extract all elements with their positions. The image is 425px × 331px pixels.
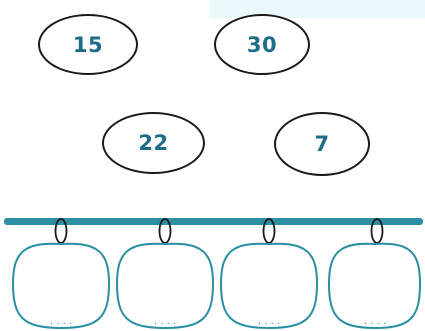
box-2-dots: . . . . [154,316,176,327]
number-label: 15 [73,33,103,57]
box-1-dots: . . . . [50,316,72,327]
box-3-ring [264,219,275,243]
hanging-box-1: . . . . [13,219,109,328]
hanging-box-3: . . . . [221,219,317,328]
number-label: 7 [314,132,329,156]
number-label: 30 [247,33,277,57]
hanging-boxes: . . . . . . . . . . . . . . . . [0,200,425,331]
hanging-box-4: . . . . [329,219,420,328]
box-3-dots: . . . . [258,316,280,327]
number-oval-22: 22 [102,112,205,174]
number-oval-7: 7 [274,112,370,176]
number-oval-15: 15 [38,14,138,75]
box-4-dots: . . . . [364,316,386,327]
box-2-ring [160,219,171,243]
hanging-box-2: . . . . [117,219,213,328]
number-label: 22 [138,131,168,155]
box-1-ring [56,219,67,243]
number-oval-30: 30 [214,14,310,75]
box-4-ring [372,219,383,243]
top-tint-strip [210,0,425,18]
